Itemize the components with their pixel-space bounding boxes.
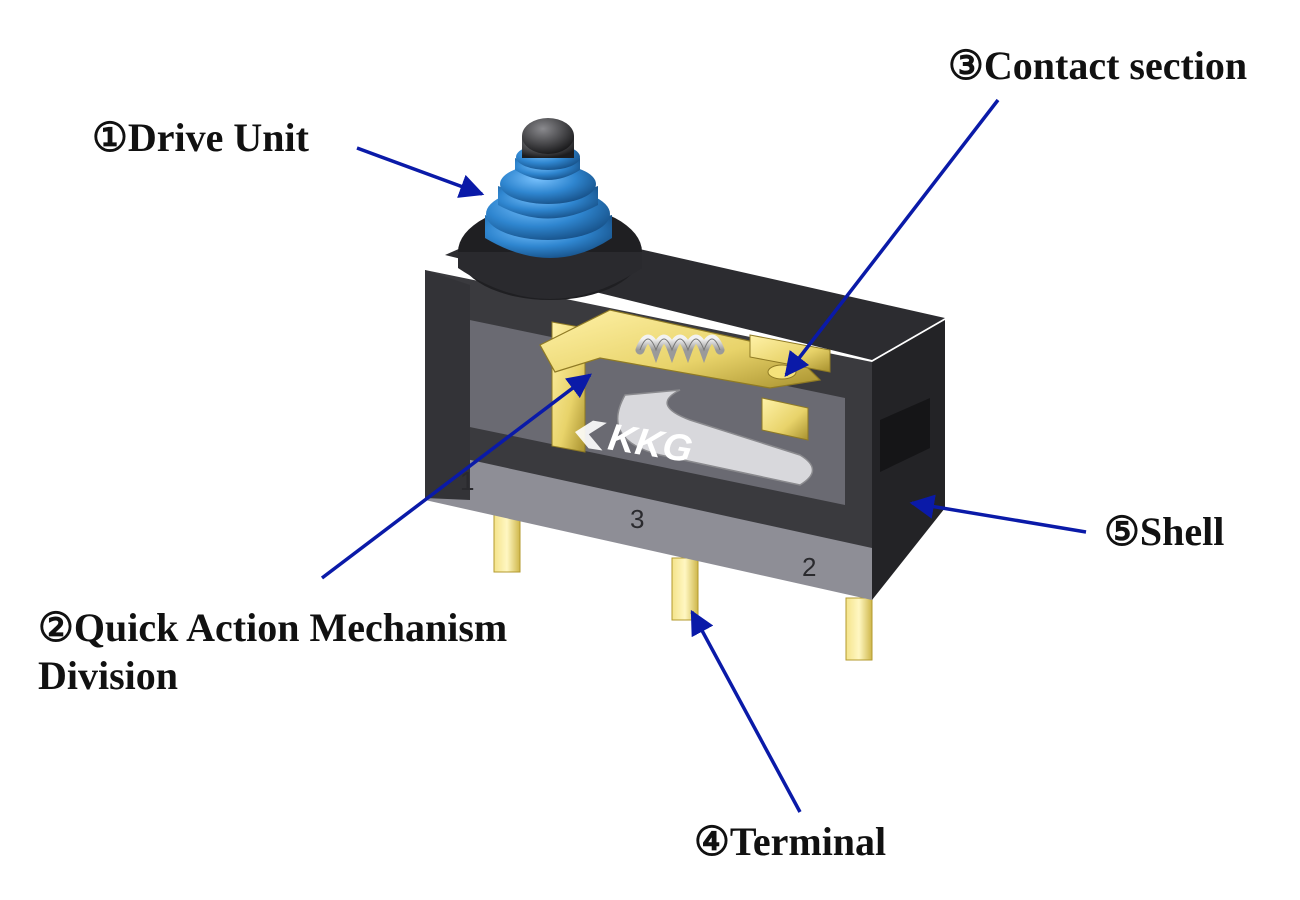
label-terminal: ④Terminal — [694, 819, 887, 864]
label-contact-section: ③Contact section — [948, 43, 1248, 88]
terminal-pin-2 — [845, 597, 873, 661]
arrow-shell — [909, 494, 1087, 534]
arrow-terminal — [690, 609, 802, 813]
arrow-quick-action — [320, 373, 592, 580]
coil-spring — [635, 334, 725, 364]
label-shell: ⑤Shell — [1104, 509, 1225, 554]
label-quick-action-mechanism: ②Quick Action Mechanism Division — [38, 604, 507, 700]
label-drive-unit: ①Drive Unit — [92, 115, 309, 160]
housing-mark-1: 1 — [460, 466, 474, 496]
label-quick-action-line1: ②Quick Action Mechanism — [38, 605, 508, 650]
housing-mark-2: 2 — [802, 552, 816, 582]
label-quick-action-line2: Division — [38, 653, 179, 698]
arrow-contact-section — [784, 98, 1000, 377]
housing-mark-3: 3 — [630, 504, 644, 534]
callout-arrows — [320, 98, 1087, 813]
terminal-pin-1 — [493, 511, 521, 573]
arrow-drive-unit — [356, 146, 485, 198]
terminal-pin-3 — [671, 557, 699, 621]
terminal-pins — [493, 511, 873, 661]
drive-unit — [458, 118, 642, 300]
